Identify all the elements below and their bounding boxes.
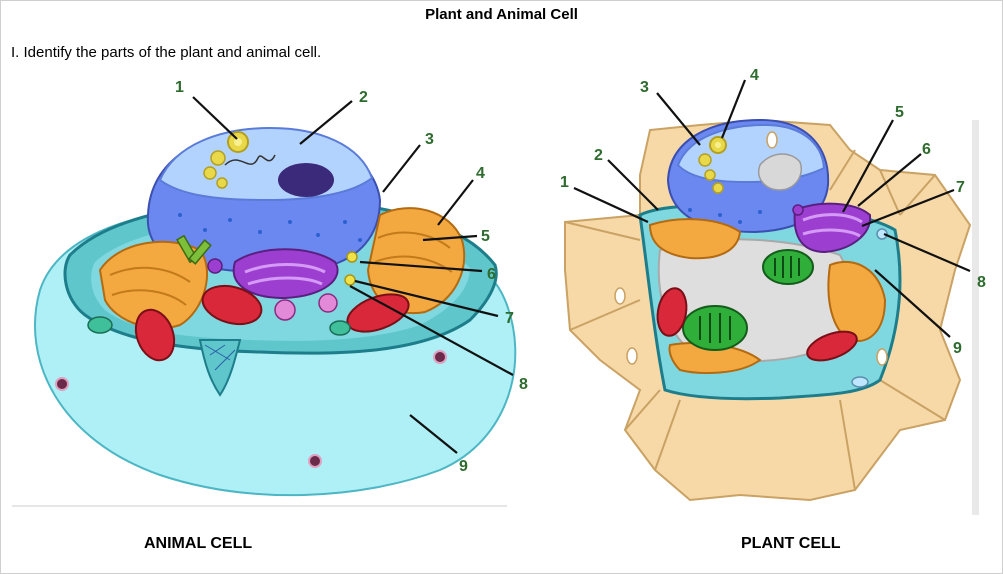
animal-label-5: 5	[481, 228, 490, 245]
animal-label-3: 3	[425, 131, 434, 148]
plant-leader-lines	[573, 79, 971, 338]
animal-cell-caption: ANIMAL CELL	[144, 535, 253, 552]
animal-label-4: 4	[476, 165, 485, 182]
plant-label-4: 4	[750, 67, 759, 84]
plant-label-7: 7	[956, 179, 965, 196]
animal-label-6: 6	[487, 266, 496, 283]
animal-leader-lines	[192, 96, 514, 454]
plant-labels: 1 2 3 4 5 6 7 8 9	[560, 67, 986, 357]
plant-label-1: 1	[560, 174, 569, 191]
animal-label-1: 1	[175, 79, 184, 96]
page-title: Plant and Animal Cell	[425, 6, 578, 23]
plant-label-5: 5	[895, 104, 904, 121]
plant-cell-caption: PLANT CELL	[741, 535, 841, 552]
animal-label-7: 7	[505, 310, 514, 327]
animal-label-2: 2	[359, 89, 368, 106]
animal-label-9: 9	[459, 458, 468, 475]
instruction-text: I. Identify the parts of the plant and a…	[11, 44, 322, 61]
animal-cell-illustration	[12, 126, 517, 507]
animal-labels: 1 2 3 4 5 6 7 8 9	[175, 79, 528, 475]
plant-label-3: 3	[640, 79, 649, 96]
plant-cell-illustration	[564, 118, 979, 515]
plant-label-8: 8	[977, 274, 986, 291]
plant-label-2: 2	[594, 147, 603, 164]
animal-label-8: 8	[519, 376, 528, 393]
plant-label-6: 6	[922, 141, 931, 158]
plant-label-9: 9	[953, 340, 962, 357]
